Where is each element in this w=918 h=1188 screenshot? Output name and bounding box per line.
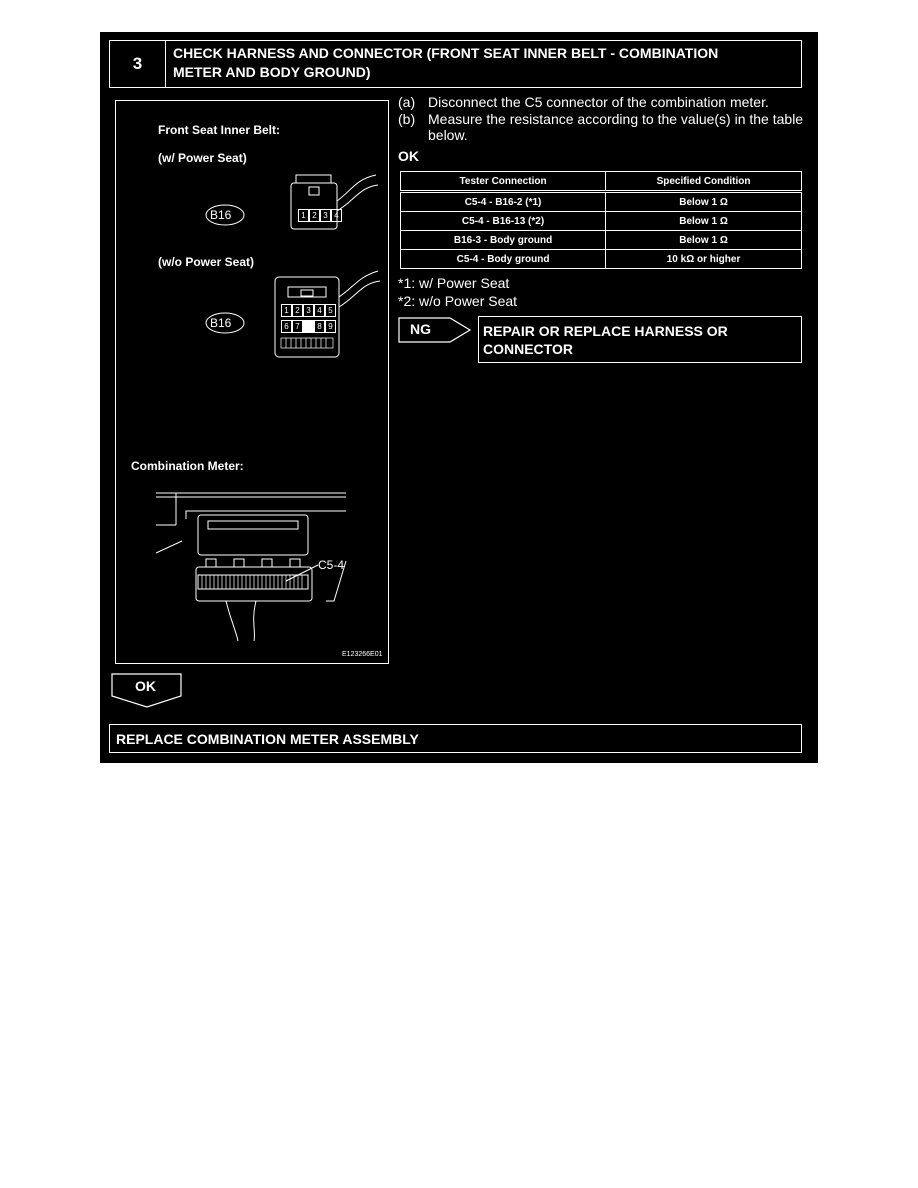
pin: 1 <box>281 304 292 317</box>
ng-label: NG <box>410 321 431 337</box>
table-row: C5-4 - B16-13 (*2) Below 1 Ω <box>399 211 802 231</box>
b16-callout-1 <box>205 204 245 226</box>
b16-4pin-grid: 1 2 3 4 <box>298 209 342 222</box>
b16-pin-row-2: 6 7 8 9 <box>281 320 336 333</box>
tester-connection: B16-3 - Body ground <box>399 230 607 250</box>
final-action-text: REPLACE COMBINATION METER ASSEMBLY <box>116 731 419 747</box>
pin: 5 <box>325 304 336 317</box>
wo-power-seat-label: (w/o Power Seat) <box>158 255 255 269</box>
ok-heading: OK <box>398 148 419 164</box>
specified-condition: Below 1 Ω <box>605 211 802 231</box>
repair-manual-step: 3 CHECK HARNESS AND CONNECTOR (FRONT SEA… <box>100 32 818 763</box>
b16-connector-4pin <box>290 182 338 230</box>
instruction-text: Disconnect the C5 connector of the combi… <box>428 94 769 110</box>
b16-label-2: B16 <box>210 316 232 330</box>
resistance-spec-table: Tester Connection Specified Condition C5… <box>399 171 802 269</box>
ng-action-line-1: REPAIR OR REPLACE HARNESS OR <box>483 323 728 339</box>
b16-label-1: B16 <box>210 208 232 222</box>
b16-connector-multipin <box>274 276 340 358</box>
step-title-line-1: CHECK HARNESS AND CONNECTOR (FRONT SEAT … <box>173 45 719 61</box>
tester-connection: C5-4 - B16-2 (*1) <box>399 191 607 212</box>
table-row: C5-4 - Body ground 10 kΩ or higher <box>399 249 802 269</box>
pin: 8 <box>314 320 325 333</box>
footnotes: *1: w/ Power Seat *2: w/o Power Seat <box>398 274 517 310</box>
footnote-1: *1: w/ Power Seat <box>398 275 510 291</box>
illustration-code: E123266E01 <box>342 651 383 658</box>
footnote-2: *2: w/o Power Seat <box>398 293 518 309</box>
meter-upper-connector <box>197 514 309 556</box>
table-row: B16-3 - Body ground Below 1 Ω <box>399 230 802 250</box>
pin: 7 <box>292 320 303 333</box>
final-action-box: REPLACE COMBINATION METER ASSEMBLY <box>109 724 802 753</box>
pin: 1 <box>298 209 309 222</box>
table-row: C5-4 - B16-2 (*1) Below 1 Ω <box>399 191 802 212</box>
pin: 3 <box>303 304 314 317</box>
tester-connection: C5-4 - Body ground <box>399 249 607 269</box>
pin: 6 <box>281 320 292 333</box>
c5-connector <box>195 566 313 602</box>
connector-illustration: Front Seat Inner Belt: (w/ Power Seat) <box>115 100 389 664</box>
front-seat-belt-heading: Front Seat Inner Belt: <box>158 123 281 137</box>
ok-arrow-icon <box>111 673 182 708</box>
pin: 3 <box>320 209 331 222</box>
instruction-mark: (b) <box>398 111 416 127</box>
tester-connection: C5-4 - B16-13 (*2) <box>399 211 607 231</box>
pin: 4 <box>314 304 325 317</box>
w-power-seat-label: (w/ Power Seat) <box>158 151 247 165</box>
ng-action-line-2: CONNECTOR <box>483 341 573 357</box>
instruction-text: Measure the resistance according to the … <box>428 111 804 143</box>
combination-meter-label: Combination Meter: <box>131 459 244 473</box>
c5-4-pin-label: C5-4 <box>318 558 345 572</box>
ng-action-box: REPAIR OR REPLACE HARNESS OR CONNECTOR <box>478 316 802 363</box>
col-header-tester: Tester Connection <box>399 171 607 193</box>
step-title-line-2: METER AND BODY GROUND) <box>173 64 371 80</box>
instructions: (a) Disconnect the C5 connector of the c… <box>398 94 808 144</box>
connector-drawings <box>155 174 381 642</box>
ng-action-text: REPAIR OR REPLACE HARNESS OR CONNECTOR <box>483 322 783 358</box>
col-header-condition: Specified Condition <box>605 171 802 193</box>
instruction-b: (b) Measure the resistance according to … <box>398 111 808 143</box>
pin-blank <box>303 320 314 333</box>
ok-arrow-label: OK <box>135 678 156 694</box>
specified-condition: Below 1 Ω <box>605 191 802 212</box>
instruction-mark: (a) <box>398 94 416 110</box>
ng-arrow-icon <box>398 317 472 343</box>
step-number: 3 <box>110 41 166 87</box>
specified-condition: Below 1 Ω <box>605 230 802 250</box>
pin: 4 <box>331 209 342 222</box>
b16-callout-2 <box>205 312 245 334</box>
pin: 9 <box>325 320 336 333</box>
instruction-a: (a) Disconnect the C5 connector of the c… <box>398 94 808 110</box>
specified-condition: 10 kΩ or higher <box>605 249 802 269</box>
step-title: CHECK HARNESS AND CONNECTOR (FRONT SEAT … <box>173 44 795 82</box>
step-header: 3 CHECK HARNESS AND CONNECTOR (FRONT SEA… <box>109 40 802 88</box>
b16-pin-row-1: 1 2 3 4 5 <box>281 304 336 317</box>
pin: 2 <box>292 304 303 317</box>
pin: 2 <box>309 209 320 222</box>
